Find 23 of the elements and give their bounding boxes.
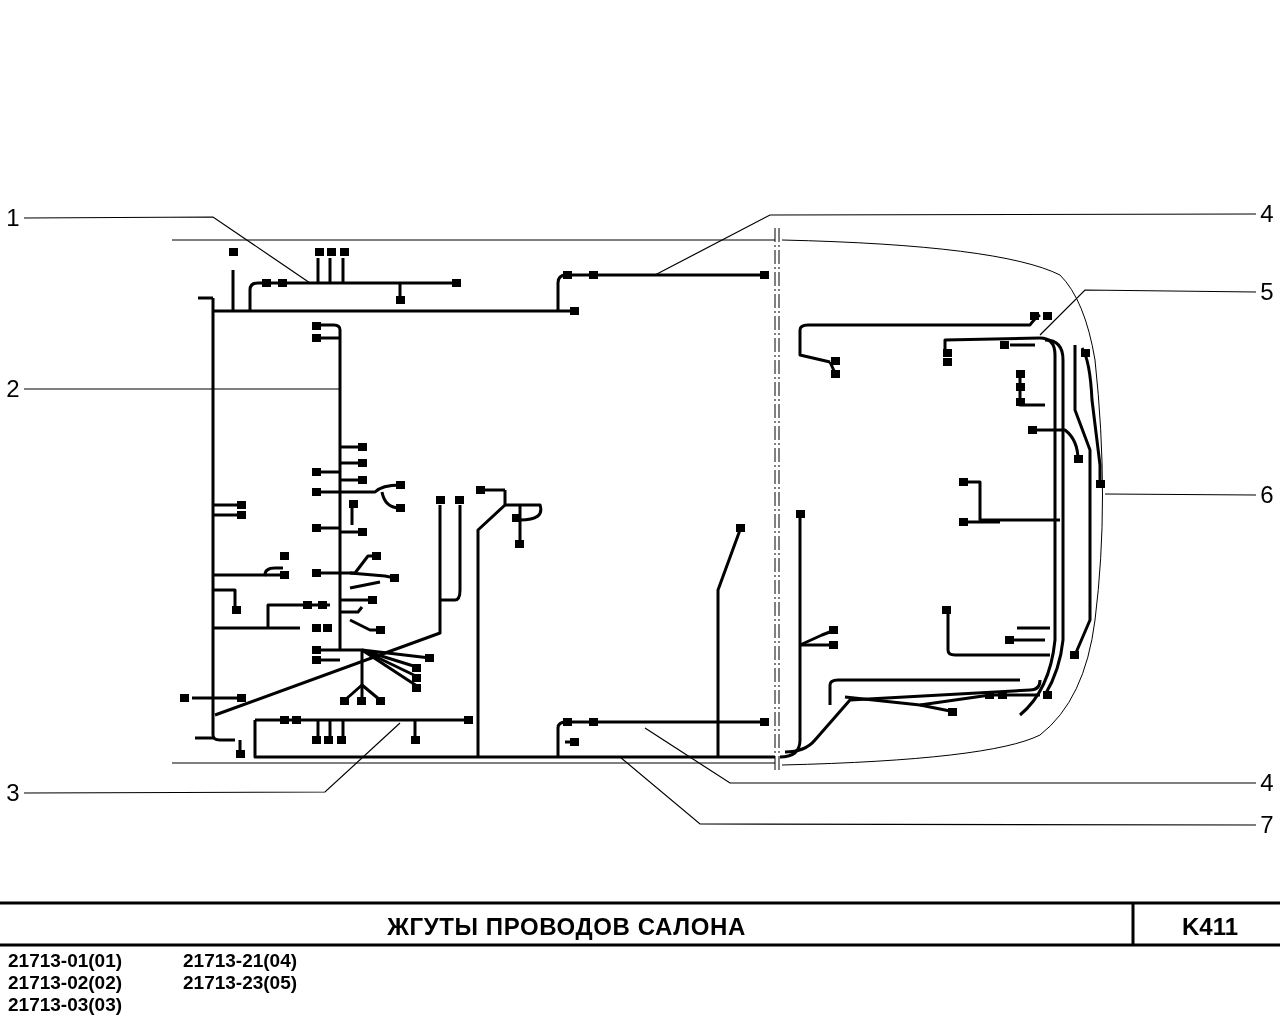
callout-number: 1 [6, 206, 20, 230]
part-number: 21713-02(02) [8, 972, 124, 994]
leader-line [644, 727, 1257, 784]
leader-line [1039, 289, 1257, 336]
part-number: 21713-23(05) [183, 972, 298, 994]
callout-number: 2 [6, 377, 20, 401]
part-number: 21713-21(04) [183, 950, 298, 972]
leader-line [619, 756, 1257, 826]
callout-number: 4 [1260, 202, 1274, 226]
leader-line [23, 388, 341, 390]
callout-number: 4 [1260, 771, 1274, 795]
leader-line [654, 213, 1257, 276]
part-number: 21713-01(01) [8, 950, 124, 972]
drawing-title: ЖГУТЫ ПРОВОДОВ САЛОНА [386, 912, 747, 942]
callout-number: 5 [1260, 280, 1274, 304]
leader-line [23, 722, 401, 794]
callout-number: 7 [1260, 813, 1274, 837]
callout-number: 6 [1260, 483, 1274, 507]
sheet-code: K411 [1180, 912, 1240, 942]
callout-number: 3 [6, 781, 20, 805]
part-number: 21713-03(03) [8, 994, 124, 1016]
leader-line [23, 216, 311, 284]
leader-line [1104, 493, 1257, 496]
